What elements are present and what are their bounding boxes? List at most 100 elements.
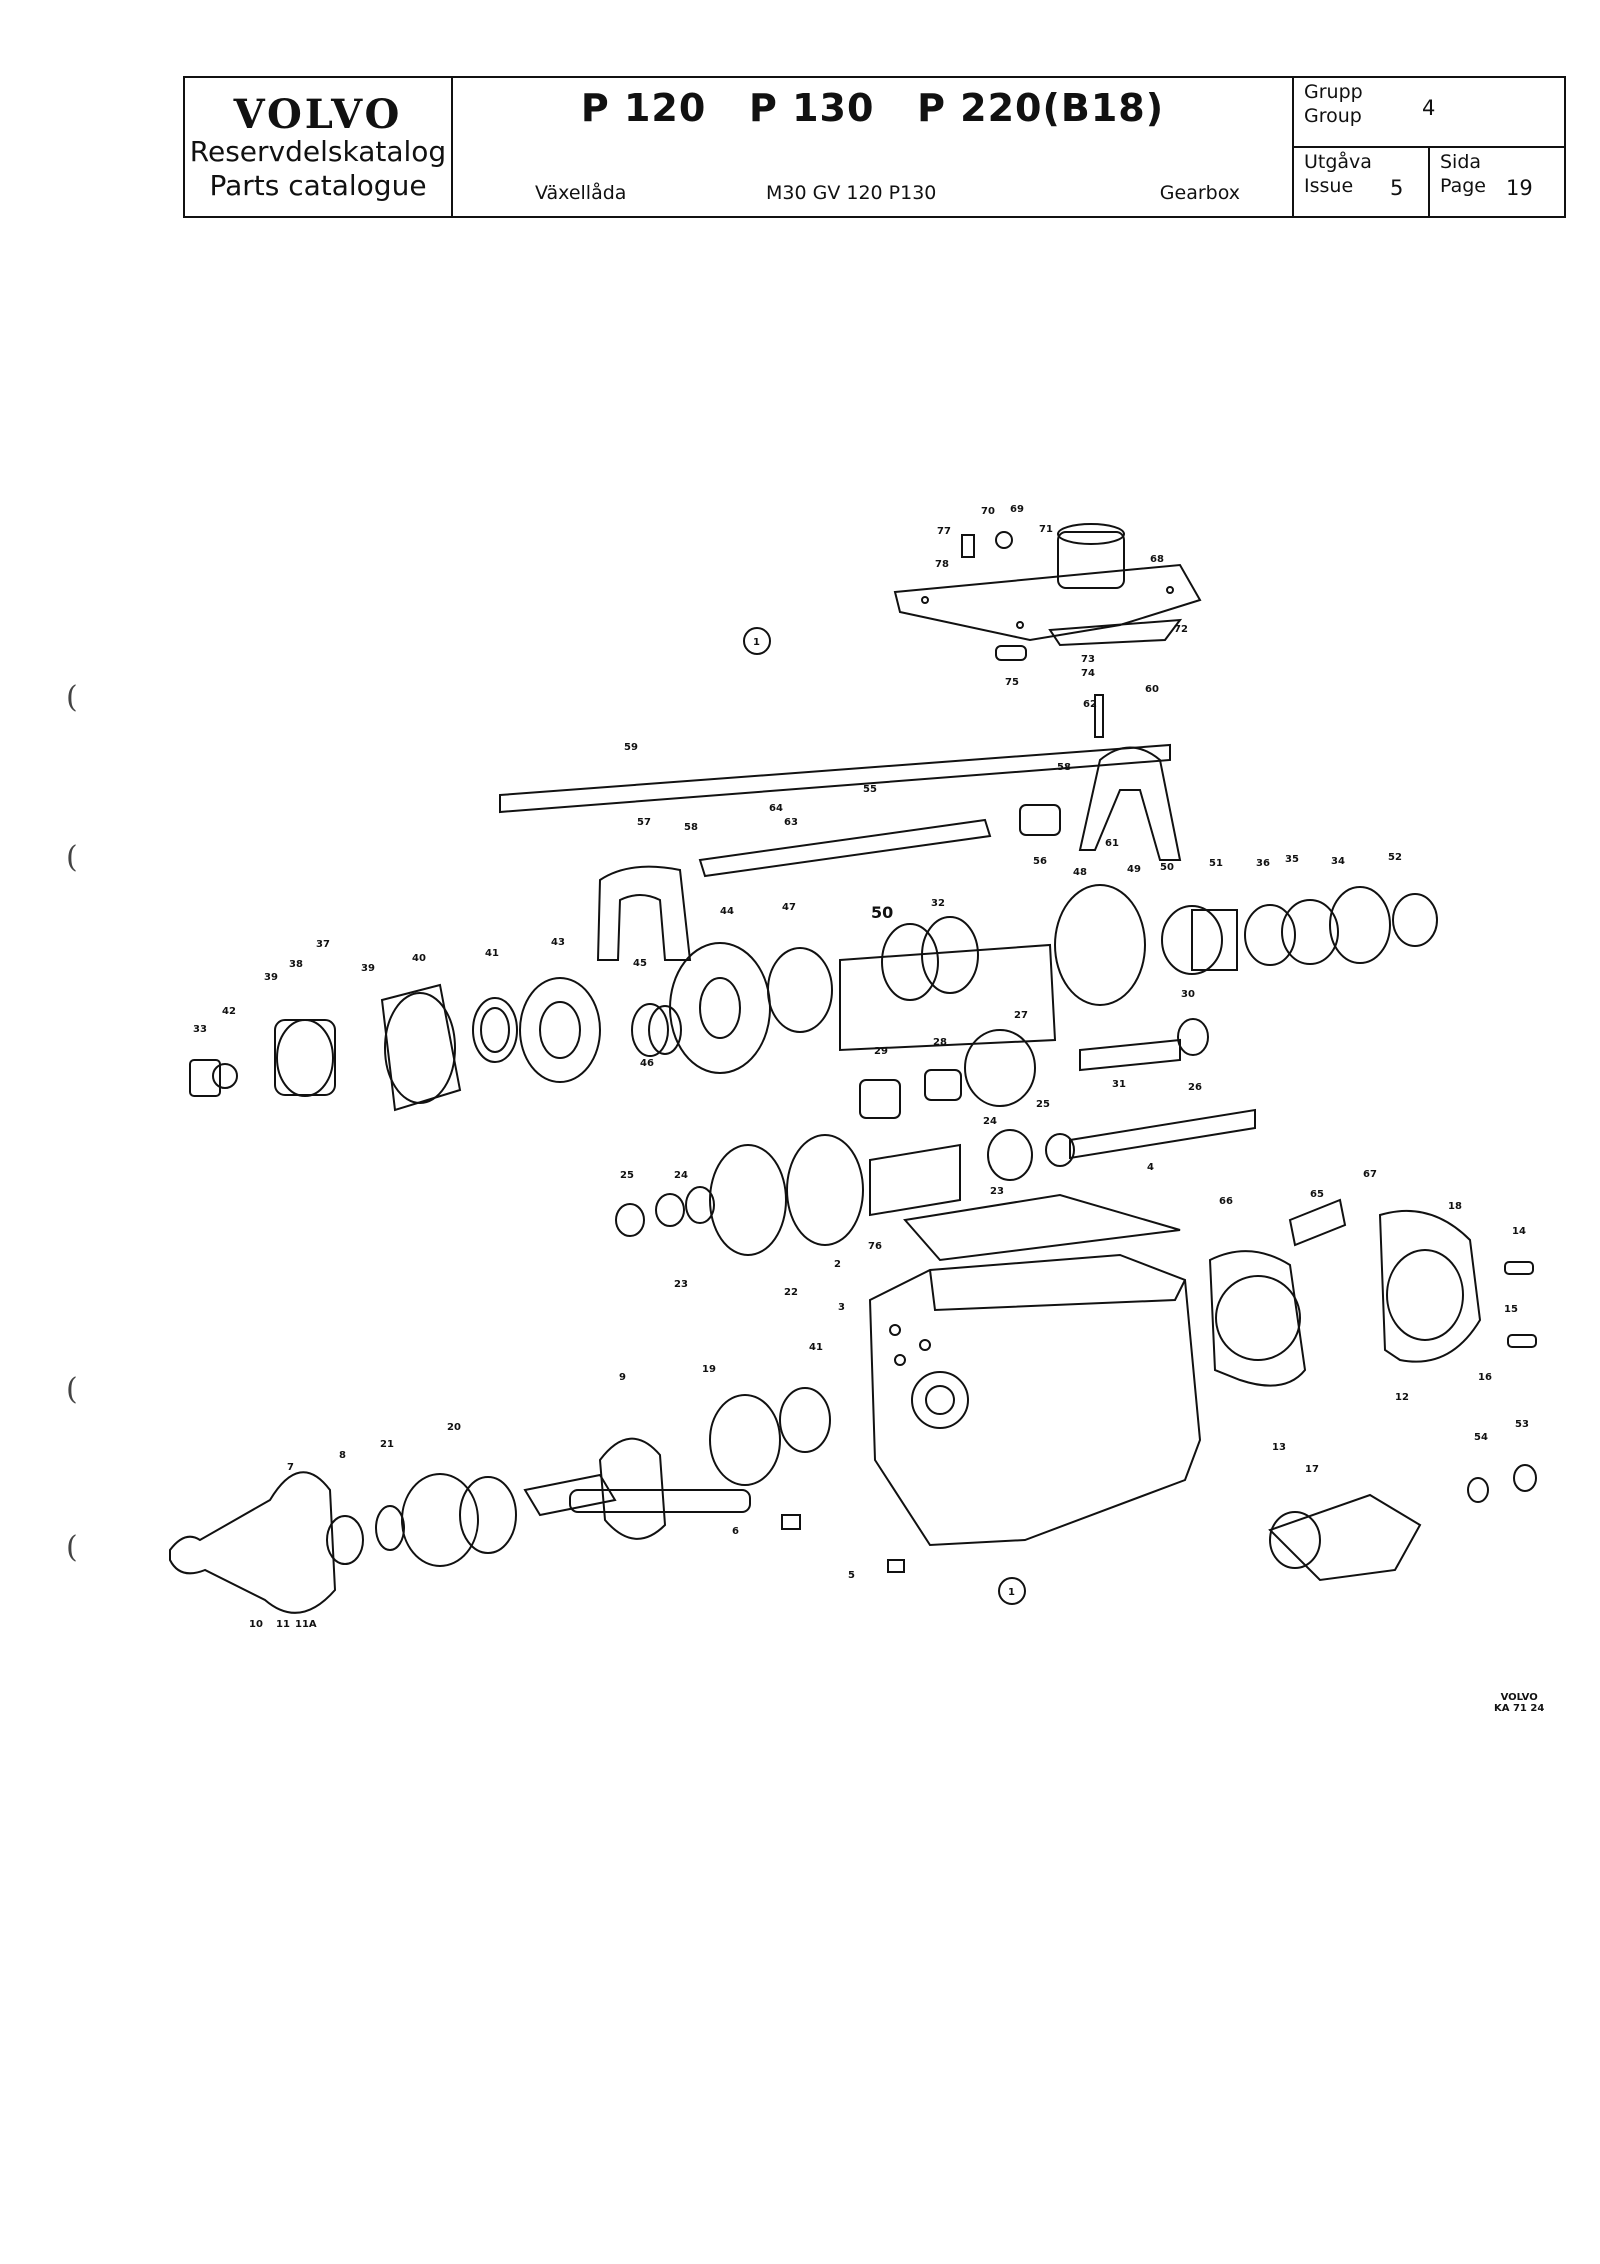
callout-11: 11 xyxy=(276,1619,290,1630)
callout-38: 38 xyxy=(289,959,303,970)
callout-12: 12 xyxy=(1395,1392,1409,1403)
callout-36: 36 xyxy=(1256,858,1270,869)
gearbox-housing xyxy=(868,1193,1202,1547)
meta-cell: Grupp Group 4 Utgåva Issue 5 Sida Page 1… xyxy=(1294,78,1564,216)
page-value: 19 xyxy=(1506,176,1533,200)
issue-label-sv: Utgåva xyxy=(1304,151,1372,173)
callout-30: 30 xyxy=(1181,989,1195,1000)
callout-55: 55 xyxy=(863,784,877,795)
callout-11a: 11A xyxy=(295,1619,317,1630)
callout-53: 53 xyxy=(1515,1419,1529,1430)
countershaft-gears xyxy=(615,1018,1256,1256)
binder-hole-mark: ( xyxy=(66,1530,78,1565)
callout-22: 22 xyxy=(784,1287,798,1298)
group-label-sv: Grupp xyxy=(1304,81,1363,103)
callout-63: 63 xyxy=(784,817,798,828)
title-block: VOLVO Reservdelskatalog Parts catalogue … xyxy=(183,76,1566,218)
callout-8: 8 xyxy=(339,1450,346,1461)
callout-59: 59 xyxy=(624,742,638,753)
callout-40: 40 xyxy=(412,953,426,964)
binder-hole-mark: ( xyxy=(66,1372,78,1407)
callout-64: 64 xyxy=(769,803,783,814)
callout-2: 2 xyxy=(834,1259,841,1270)
page-label-sv: Sida xyxy=(1440,151,1482,173)
callout-41b: 41 xyxy=(809,1342,823,1353)
callout-18: 18 xyxy=(1448,1201,1462,1212)
input-shaft-assembly xyxy=(169,1387,905,1614)
callout-41a: 41 xyxy=(485,948,499,959)
callout-34: 34 xyxy=(1331,856,1345,867)
callout-14: 14 xyxy=(1512,1226,1526,1237)
callout-70: 70 xyxy=(981,506,995,517)
callout-77: 77 xyxy=(937,526,951,537)
drawing-code-number: KA 71 24 xyxy=(1494,1703,1545,1714)
callout-20: 20 xyxy=(447,1422,461,1433)
callout-25a: 25 xyxy=(1036,1099,1050,1110)
main-shaft-gears xyxy=(189,884,1438,1112)
selector-assembly xyxy=(499,694,1182,961)
issue-field: Utgåva Issue 5 xyxy=(1294,148,1428,216)
gearbox-cover xyxy=(893,523,1202,661)
callout-33: 33 xyxy=(193,1024,207,1035)
group-value: 4 xyxy=(1422,96,1436,120)
callout-72: 72 xyxy=(1174,624,1188,635)
callout-50a: 50 xyxy=(1160,862,1174,873)
brand-cell: VOLVO Reservdelskatalog Parts catalogue xyxy=(185,78,453,216)
callout-21: 21 xyxy=(380,1439,394,1450)
callout-19: 19 xyxy=(702,1364,716,1375)
callout-67: 67 xyxy=(1363,1169,1377,1180)
rear-housing xyxy=(1208,1198,1537,1582)
group-marker-bottom xyxy=(998,1577,1026,1605)
section-name-sv: Växellåda xyxy=(535,182,627,204)
callout-9: 9 xyxy=(619,1372,626,1383)
group-label-en: Group xyxy=(1304,105,1362,127)
callout-35: 35 xyxy=(1285,854,1299,865)
callout-51: 51 xyxy=(1209,858,1223,869)
binder-hole-mark: ( xyxy=(66,680,78,715)
callout-58b: 58 xyxy=(1057,762,1071,773)
callout-29: 29 xyxy=(874,1046,888,1057)
callout-68: 68 xyxy=(1150,554,1164,565)
drawing-code: VOLVO KA 71 24 xyxy=(1494,1692,1544,1714)
callout-32: 32 xyxy=(931,898,945,909)
callout-61: 61 xyxy=(1105,838,1119,849)
callout-15: 15 xyxy=(1504,1304,1518,1315)
section-code: M30 GV 120 P130 xyxy=(766,182,937,204)
callout-47: 47 xyxy=(782,902,796,913)
callout-78: 78 xyxy=(935,559,949,570)
callout-62: 62 xyxy=(1083,699,1097,710)
callout-7: 7 xyxy=(287,1462,294,1473)
callout-66: 66 xyxy=(1219,1196,1233,1207)
callout-71: 71 xyxy=(1039,524,1053,535)
issue-page-row: Utgåva Issue 5 Sida Page 19 xyxy=(1294,148,1564,216)
callout-37: 37 xyxy=(316,939,330,950)
callout-17: 17 xyxy=(1305,1464,1319,1475)
callout-3: 3 xyxy=(838,1302,845,1313)
callout-25b: 25 xyxy=(620,1170,634,1181)
callout-48: 48 xyxy=(1073,867,1087,878)
callout-58a: 58 xyxy=(684,822,698,833)
page-label-en: Page xyxy=(1440,175,1486,197)
callout-10: 10 xyxy=(249,1619,263,1630)
callout-13: 13 xyxy=(1272,1442,1286,1453)
group-marker-top xyxy=(743,627,771,655)
model-cell: P 120 P 130 P 220(B18) Växellåda M30 GV … xyxy=(453,78,1294,216)
group-marker-top-label: 1 xyxy=(753,637,760,648)
section-name-en: Gearbox xyxy=(1159,182,1240,204)
callout-24a: 24 xyxy=(983,1116,997,1127)
callout-65: 65 xyxy=(1310,1189,1324,1200)
callout-5: 5 xyxy=(848,1570,855,1581)
callout-57: 57 xyxy=(637,817,651,828)
callout-52: 52 xyxy=(1388,852,1402,863)
callout-46: 46 xyxy=(640,1058,654,1069)
callout-23b: 23 xyxy=(674,1279,688,1290)
callout-75: 75 xyxy=(1005,677,1019,688)
callout-69: 69 xyxy=(1010,504,1024,515)
callout-42: 42 xyxy=(222,1006,236,1017)
group-marker-bottom-label: 1 xyxy=(1008,1587,1015,1598)
callout-45: 45 xyxy=(633,958,647,969)
issue-value: 5 xyxy=(1390,176,1404,200)
callout-27: 27 xyxy=(1014,1010,1028,1021)
callout-43: 43 xyxy=(551,937,565,948)
